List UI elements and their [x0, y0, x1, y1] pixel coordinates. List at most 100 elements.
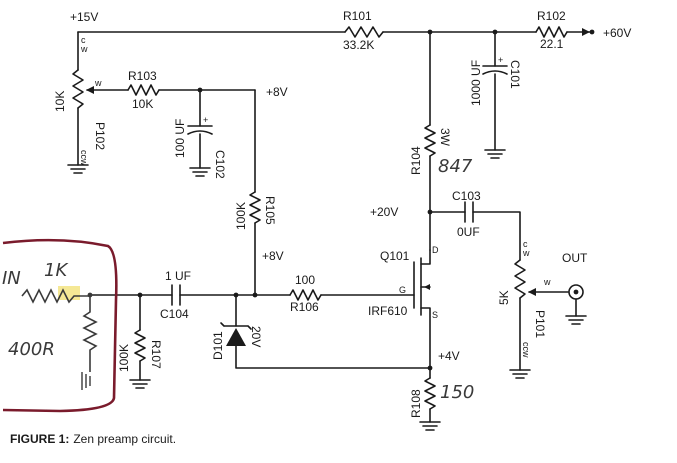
capacitor-c104	[171, 284, 181, 306]
wire-drain-to-fet	[420, 249, 431, 265]
label-r107: R107	[149, 340, 163, 369]
figure-caption: FIGURE 1: Zen preamp circuit.	[10, 432, 176, 446]
resistor-r108	[424, 377, 436, 410]
resistor-r105	[249, 191, 261, 224]
value-r104: 3W	[438, 128, 452, 147]
value-r105: 100K	[234, 202, 248, 230]
label-plus8v-mid: +8V	[262, 249, 284, 263]
zener-d101-bar	[220, 322, 252, 330]
ground-p102	[67, 164, 89, 174]
resistor-r107	[134, 329, 146, 362]
type-q101: IRF610	[368, 304, 408, 318]
wire-source-from-fet	[420, 307, 431, 379]
pin-source: S	[432, 310, 438, 320]
arrow-p101-wiper	[528, 288, 536, 296]
arrow-p102-wiper	[86, 86, 94, 94]
c102-plus: +	[203, 115, 208, 125]
capacitor-c102	[187, 125, 213, 135]
value-r106: 100	[295, 273, 315, 287]
resistor-r103	[127, 84, 160, 96]
value-r107: 100K	[117, 344, 131, 372]
value-r103: 10K	[132, 97, 153, 111]
wire-c103-right	[472, 211, 521, 261]
label-plus15v: +15V	[70, 10, 98, 24]
ground-r108	[419, 421, 441, 431]
handwritten-input-prefix: IN	[2, 268, 21, 289]
label-p101: P101	[533, 310, 547, 338]
pin-p101-w-top: w	[522, 248, 530, 258]
handwritten-r104-value: 847	[438, 156, 473, 177]
label-q101: Q101	[380, 249, 410, 263]
label-r102: R102	[537, 9, 566, 23]
label-c104: C104	[160, 307, 189, 321]
caption-text: Zen preamp circuit.	[73, 432, 176, 446]
label-out: OUT	[562, 251, 588, 265]
node-r104-top	[427, 29, 433, 35]
pin-gate: G	[399, 285, 406, 295]
value-c103: 0UF	[457, 225, 480, 239]
node-r105	[252, 292, 258, 298]
resistor-r106	[289, 289, 322, 301]
handwritten-ground	[81, 372, 91, 390]
label-plus60v: +60V	[603, 26, 631, 40]
label-p102: P102	[93, 122, 107, 150]
label-d101: D101	[211, 331, 225, 360]
handwritten-series-resistor	[21, 288, 90, 304]
pin-p102-c: c	[81, 35, 86, 45]
ground-p101	[509, 369, 531, 379]
label-r104: R104	[409, 146, 423, 175]
label-plus8v-top: +8V	[266, 85, 288, 99]
capacitor-c103	[464, 201, 474, 223]
ground-output	[565, 315, 587, 325]
label-c102: C102	[213, 150, 227, 179]
arrow-60v	[582, 28, 590, 36]
capacitor-c101	[482, 65, 508, 75]
pot-p101	[514, 259, 526, 299]
ground-c102	[189, 167, 211, 177]
resistor-r104	[424, 124, 436, 157]
node-c101	[492, 29, 498, 35]
label-r103: R103	[128, 69, 157, 83]
pot-p102	[72, 69, 84, 109]
label-r108: R108	[409, 389, 423, 418]
value-c101: 1000 UF	[469, 60, 483, 106]
wire-d101-bottom	[235, 345, 431, 369]
pin-p101-ccw: ccw	[521, 342, 531, 358]
handwritten-r108-value: 150	[440, 382, 474, 403]
pin-p101-wiper: w	[543, 277, 551, 287]
resistor-r101	[344, 26, 384, 38]
fet-arrow	[424, 284, 430, 290]
value-c104: 1 UF	[165, 269, 191, 283]
output-jack-center	[573, 289, 579, 295]
value-r101: 33.2K	[343, 38, 374, 52]
ground-r107	[129, 379, 151, 389]
pin-p102-wiper: w	[94, 78, 102, 88]
label-c103: C103	[452, 189, 481, 203]
resistor-r102	[535, 26, 568, 38]
handwritten-input-shunt: 400R	[8, 339, 55, 360]
value-p102: 10K	[53, 91, 67, 112]
handwritten-input-series: 1K	[44, 260, 68, 281]
pin-p102-w-top: w	[80, 44, 88, 54]
zener-d101-body	[226, 328, 246, 346]
caption-bold: FIGURE 1:	[10, 432, 69, 446]
label-plus4v: +4V	[438, 349, 460, 363]
label-r105: R105	[263, 196, 277, 225]
annotation-box	[2, 238, 118, 413]
pin-drain: D	[432, 245, 439, 255]
value-d101: 20V	[249, 326, 263, 347]
label-r106: R106	[290, 300, 319, 314]
label-r101: R101	[343, 9, 372, 23]
handwritten-shunt-resistor	[82, 295, 98, 372]
node-source	[427, 365, 433, 371]
value-p101: 5K	[497, 290, 511, 305]
label-plus20v: +20V	[370, 205, 398, 219]
value-c102: 100 UF	[173, 119, 187, 158]
pin-p102-ccw: ccw	[79, 150, 89, 166]
c101-plus: +	[498, 55, 503, 65]
value-r102: 22.1	[540, 37, 564, 51]
label-c101: C101	[508, 60, 522, 89]
node-60v	[589, 29, 595, 35]
